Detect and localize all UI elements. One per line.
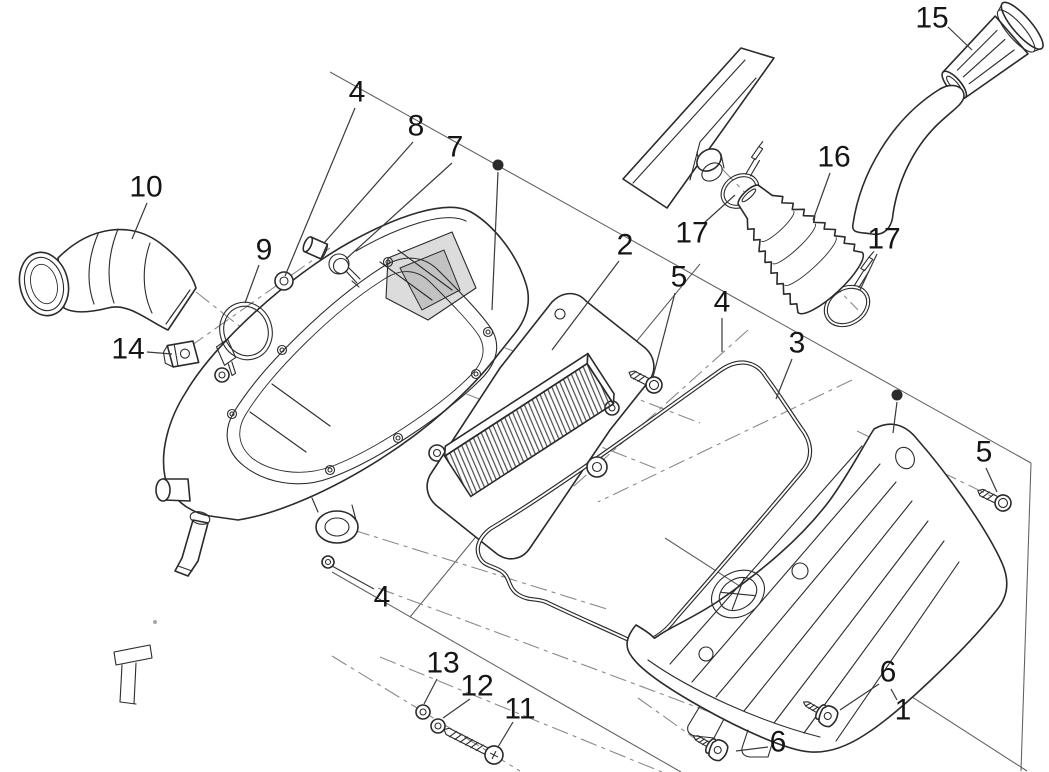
air-box-housing <box>113 206 530 705</box>
wire-clamp <box>328 253 361 288</box>
leader-line-6 <box>735 746 769 752</box>
part-callout-10: 10 <box>129 171 162 204</box>
small-grommet <box>214 367 230 383</box>
bushing-spacer <box>302 236 329 260</box>
leader-line-3 <box>775 358 793 400</box>
part-callout-12: 12 <box>460 670 493 703</box>
part-callout-8: 8 <box>408 110 425 143</box>
housing-spigot <box>311 497 359 544</box>
part-callout-5: 5 <box>976 436 993 469</box>
leader-line-12 <box>442 698 471 719</box>
leader-line-17 <box>859 253 878 291</box>
intake-elbow <box>18 228 197 331</box>
bellows-duct <box>737 184 865 315</box>
housing-snout <box>155 478 191 502</box>
leader-line-7 <box>345 162 453 260</box>
housing-bracket <box>113 644 153 705</box>
cover-gasket <box>475 360 813 645</box>
curved-duct-panel <box>851 84 965 236</box>
part-callout-13: 13 <box>426 647 459 680</box>
reference-dot-leader <box>892 401 898 434</box>
part-callout-4: 4 <box>349 76 366 109</box>
leader-line-17 <box>703 194 736 224</box>
filter-element <box>443 352 615 498</box>
leader-line-5 <box>985 467 998 493</box>
rubber-grommet-center <box>586 456 608 478</box>
part-callout-16: 16 <box>817 141 850 174</box>
leader-line-5 <box>652 292 676 378</box>
reference-dot-leader <box>491 171 499 311</box>
hose-clamp-ring <box>215 301 273 377</box>
part-callout-5: 5 <box>671 261 688 294</box>
part-callout-7: 7 <box>447 131 464 164</box>
leader-line-9 <box>244 264 260 304</box>
part-callout-4: 4 <box>714 286 731 319</box>
part-callout-6: 6 <box>880 656 897 689</box>
part-callout-6: 6 <box>770 726 787 759</box>
frame-panel <box>622 47 775 209</box>
thumb-screw-left <box>692 735 729 762</box>
part-callout-9: 9 <box>256 234 273 267</box>
part-callout-2: 2 <box>617 229 634 262</box>
housing-drain-tube <box>174 511 211 577</box>
leader-line-14 <box>146 351 173 355</box>
rubber-grommet-top <box>274 271 294 291</box>
housing-bosses <box>226 256 494 476</box>
part-callout-11: 11 <box>504 693 535 726</box>
leader-line-10 <box>131 202 148 240</box>
part-callout-1: 1 <box>895 694 912 727</box>
cover-intake-boss <box>710 569 766 619</box>
reference-dot <box>891 389 903 401</box>
part-callout-3: 3 <box>789 327 806 360</box>
tapping-screw-right <box>977 488 1012 512</box>
leader-line-4 <box>331 565 375 590</box>
leader-line-15 <box>947 26 973 51</box>
part-callout-17: 17 <box>867 223 900 256</box>
long-screw <box>443 727 504 765</box>
part-callout-15: 15 <box>915 2 948 35</box>
tapping-screw-mid <box>628 370 663 394</box>
dust-speck <box>153 620 157 624</box>
rubber-grommet-low <box>321 555 335 569</box>
leader-line-13 <box>423 678 438 705</box>
leader-line-2 <box>551 260 620 351</box>
air-box-cover <box>626 423 1008 758</box>
leader-line-6 <box>839 683 880 711</box>
clip-nut <box>162 340 200 368</box>
part-callout-4: 4 <box>374 581 391 614</box>
leader-line-16 <box>812 172 831 221</box>
leader-line-4 <box>284 107 356 277</box>
part-callout-14: 14 <box>111 333 144 366</box>
leader-line-1 <box>890 688 898 701</box>
part-callout-17: 17 <box>675 217 708 250</box>
reference-dot <box>492 159 504 171</box>
washer-large <box>415 704 431 720</box>
thumb-screw-right <box>802 701 839 728</box>
leader-line-11 <box>497 721 514 748</box>
leader-line-8 <box>323 141 414 244</box>
washer-small <box>430 718 446 734</box>
